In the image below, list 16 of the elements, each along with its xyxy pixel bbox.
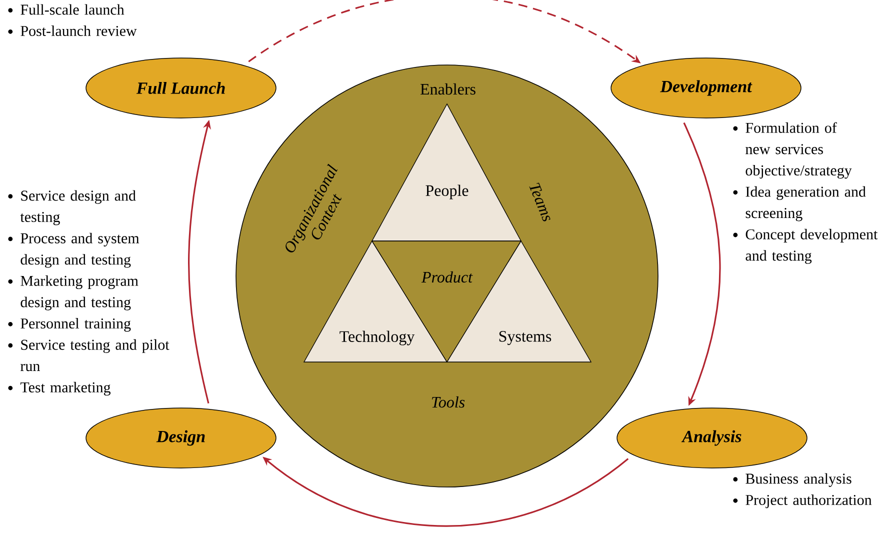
- bullet-item: Test marketing: [8, 382, 111, 396]
- bullet-item: Service design and testing: [8, 190, 136, 226]
- bullet-item: Concept development and testing: [733, 228, 878, 264]
- bullet-item: Personnel training: [8, 318, 131, 332]
- bullet-item: Service testing and pilot run: [8, 339, 170, 372]
- bullet-item: Idea generation and screening: [733, 186, 866, 222]
- bullet-item: Project authorization: [733, 494, 872, 508]
- bullet-item: Formulation of new services objective/strategy: [733, 122, 852, 179]
- bullet-item: Full-scale launch: [8, 4, 124, 15]
- circle-label: Enablers: [420, 83, 476, 95]
- circle-label: Teams: [529, 182, 550, 222]
- circle-label: Tools: [432, 396, 465, 408]
- bullet-item: Marketing program design and testing: [8, 275, 138, 310]
- bullet-item: Business analysis: [733, 473, 852, 487]
- bullet-item: Post-launch review: [8, 26, 137, 36]
- bullet-item: Process and system design and testing: [8, 232, 140, 268]
